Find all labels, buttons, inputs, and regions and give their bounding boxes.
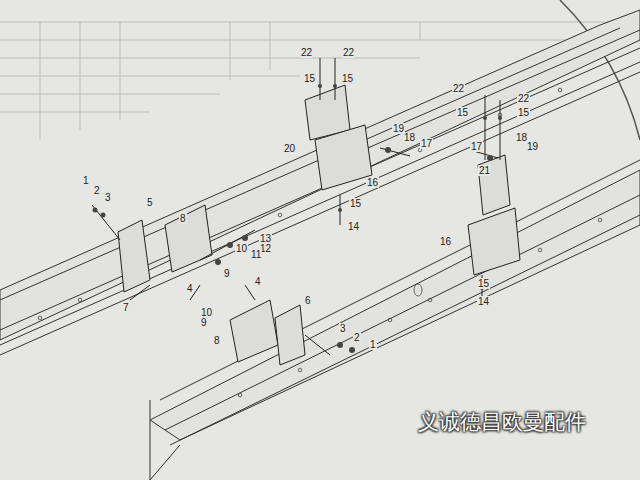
watermark: 义诚德昌欧曼配件 <box>418 410 586 434</box>
callout-number: 9 <box>200 317 208 328</box>
callout-number: 11 <box>250 249 262 260</box>
callout-number: 17 <box>470 141 483 152</box>
callout-number: 15 <box>477 278 490 289</box>
callout-number: 16 <box>439 236 452 247</box>
callout-number: 7 <box>122 302 130 313</box>
callout-number: 2 <box>93 185 101 196</box>
callout-number: 19 <box>526 141 539 152</box>
callout-number: 15 <box>303 73 316 84</box>
callout-number: 22 <box>342 47 355 58</box>
callout-number: 21 <box>478 165 491 176</box>
callout-number: 15 <box>456 107 469 118</box>
callout-number: 20 <box>283 143 296 154</box>
callout-number: 2 <box>353 332 361 343</box>
callout-number: 8 <box>213 335 221 346</box>
callout-number: 9 <box>223 268 231 279</box>
callout-number: 1 <box>369 339 377 350</box>
callout-number: 4 <box>254 276 262 287</box>
callout-number: 3 <box>104 192 112 203</box>
callout-number: 3 <box>339 323 347 334</box>
callout-number: 15 <box>349 198 362 209</box>
callout-number: 4 <box>186 283 194 294</box>
callout-number: 1 <box>82 175 90 186</box>
callout-number: 17 <box>420 138 433 149</box>
callout-number: 16 <box>366 177 379 188</box>
callout-number: 10 <box>235 243 248 254</box>
callout-number: 18 <box>403 132 416 143</box>
callout-number: 14 <box>477 296 490 307</box>
callout-number: 22 <box>517 93 530 104</box>
callout-number: 14 <box>347 221 360 232</box>
callout-number: 8 <box>179 213 187 224</box>
callout-number: 6 <box>304 295 312 306</box>
callout-number: 22 <box>300 47 313 58</box>
callout-number: 15 <box>341 73 354 84</box>
callout-number: 22 <box>452 83 465 94</box>
callout-number: 15 <box>517 107 530 118</box>
callout-number: 5 <box>146 197 154 208</box>
